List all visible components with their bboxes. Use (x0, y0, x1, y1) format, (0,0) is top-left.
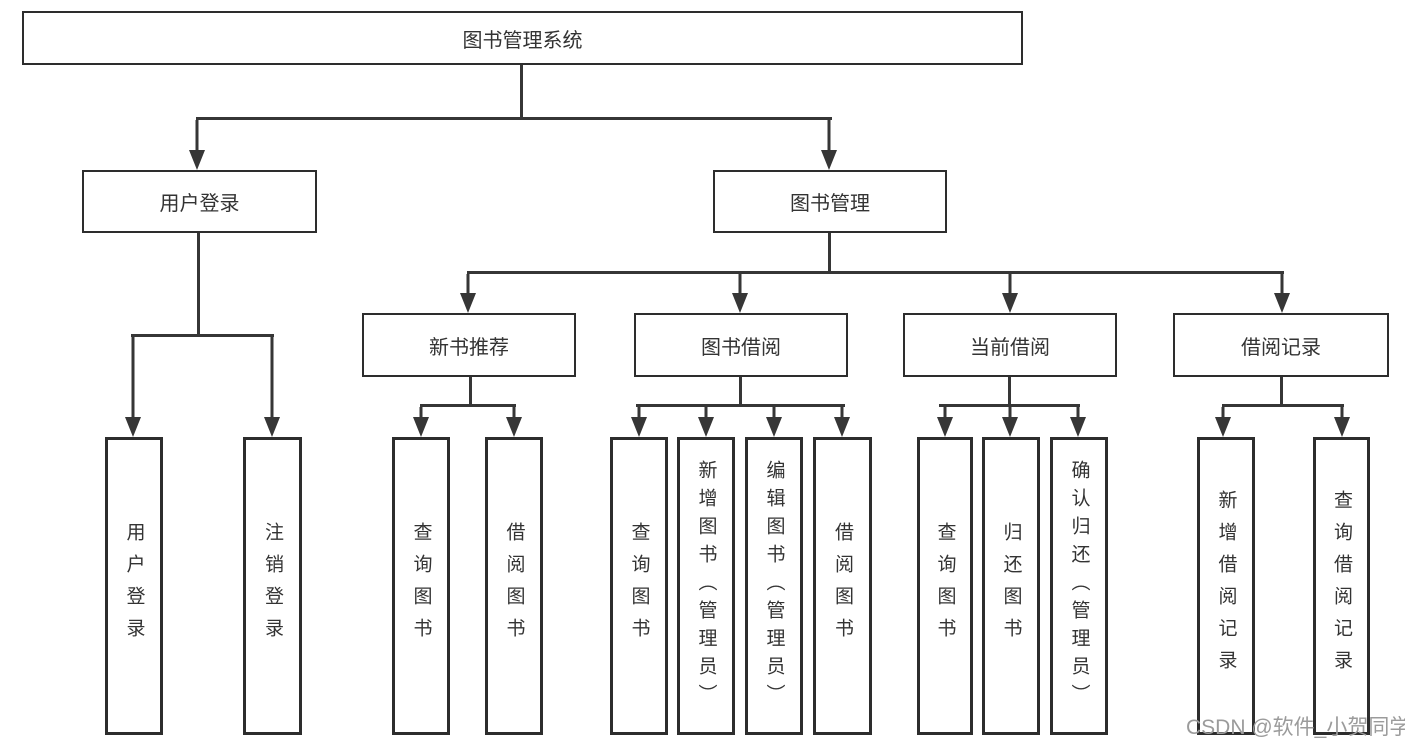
arrow-down (698, 407, 714, 437)
arrow-stem (195, 120, 199, 152)
connector-line (469, 377, 472, 406)
connector-line (467, 271, 1284, 274)
arrowhead-icon (834, 417, 850, 437)
arrow-stem (1008, 407, 1012, 419)
arrowhead-icon (821, 150, 837, 170)
connector-line (1008, 377, 1011, 406)
arrow-down (264, 337, 280, 437)
node-v-add-borrow-record: 新增借阅记录 (1197, 437, 1255, 735)
node-book-management: 图书管理 (713, 170, 947, 233)
watermark: CSDN @软件_小贺同学 (1186, 716, 1405, 739)
arrow-down (631, 407, 647, 437)
arrow-stem (772, 407, 776, 419)
connector-line (1280, 377, 1283, 406)
arrowhead-icon (631, 417, 647, 437)
arrow-down (506, 407, 522, 437)
connector-line (828, 233, 831, 273)
arrow-stem (466, 274, 470, 295)
arrow-stem (1221, 407, 1225, 419)
node-v-query-borrow-record: 查询借阅记录 (1313, 437, 1370, 735)
node-user-login: 用户登录 (82, 170, 317, 233)
node-book-borrowing: 图书借阅 (634, 313, 848, 377)
arrow-stem (512, 407, 516, 419)
arrow-down (766, 407, 782, 437)
node-v-query-book-3: 查询图书 (917, 437, 973, 735)
arrow-down (125, 337, 141, 437)
connector-line (1222, 404, 1344, 407)
arrow-down (732, 274, 748, 313)
arrow-stem (840, 407, 844, 419)
arrowhead-icon (732, 293, 748, 313)
arrow-down (1274, 274, 1290, 313)
arrowhead-icon (1070, 417, 1086, 437)
arrow-down (460, 274, 476, 313)
arrow-down (413, 407, 429, 437)
arrow-down (1002, 274, 1018, 313)
arrow-down (937, 407, 953, 437)
arrowhead-icon (937, 417, 953, 437)
arrow-stem (827, 120, 831, 152)
arrowhead-icon (413, 417, 429, 437)
arrow-stem (131, 337, 135, 419)
arrowhead-icon (189, 150, 205, 170)
arrow-stem (1008, 274, 1012, 295)
arrowhead-icon (1002, 417, 1018, 437)
arrow-down (1002, 407, 1018, 437)
node-new-book-recommend: 新书推荐 (362, 313, 576, 377)
connector-line (420, 404, 516, 407)
arrow-down (834, 407, 850, 437)
arrow-stem (738, 274, 742, 295)
arrowhead-icon (1215, 417, 1231, 437)
arrow-down (821, 120, 837, 170)
node-root: 图书管理系统 (22, 11, 1023, 65)
arrowhead-icon (766, 417, 782, 437)
node-v-add-book: 新增图书（管理员） (677, 437, 735, 735)
connector-line (131, 334, 274, 337)
node-v-return-book: 归还图书 (982, 437, 1040, 735)
arrowhead-icon (264, 417, 280, 437)
connector-line (197, 233, 200, 336)
arrow-down (1070, 407, 1086, 437)
arrowhead-icon (1002, 293, 1018, 313)
arrow-down (189, 120, 205, 170)
node-current-borrowing: 当前借阅 (903, 313, 1117, 377)
arrow-stem (1340, 407, 1344, 419)
node-borrow-records: 借阅记录 (1173, 313, 1389, 377)
arrow-stem (270, 337, 274, 419)
node-v-edit-book: 编辑图书（管理员） (745, 437, 803, 735)
arrow-down (1215, 407, 1231, 437)
arrowhead-icon (698, 417, 714, 437)
node-v-query-book-2: 查询图书 (610, 437, 668, 735)
arrowhead-icon (506, 417, 522, 437)
arrow-stem (419, 407, 423, 419)
arrowhead-icon (1274, 293, 1290, 313)
connector-line (739, 377, 742, 406)
node-v-logout: 注销登录 (243, 437, 302, 735)
arrow-stem (1076, 407, 1080, 419)
node-v-query-book-1: 查询图书 (392, 437, 450, 735)
node-v-borrow-book-2: 借阅图书 (813, 437, 872, 735)
connector-line (939, 404, 1080, 407)
node-v-confirm-return: 确认归还（管理员） (1050, 437, 1108, 735)
connector-line (636, 404, 845, 407)
arrow-stem (943, 407, 947, 419)
arrowhead-icon (460, 293, 476, 313)
arrow-stem (637, 407, 641, 419)
node-v-borrow-book-1: 借阅图书 (485, 437, 543, 735)
node-v-user-login: 用户登录 (105, 437, 163, 735)
arrow-stem (1280, 274, 1284, 295)
arrowhead-icon (125, 417, 141, 437)
connector-line (196, 117, 832, 120)
arrowhead-icon (1334, 417, 1350, 437)
connector-line (520, 64, 523, 119)
arrow-stem (704, 407, 708, 419)
arrow-down (1334, 407, 1350, 437)
